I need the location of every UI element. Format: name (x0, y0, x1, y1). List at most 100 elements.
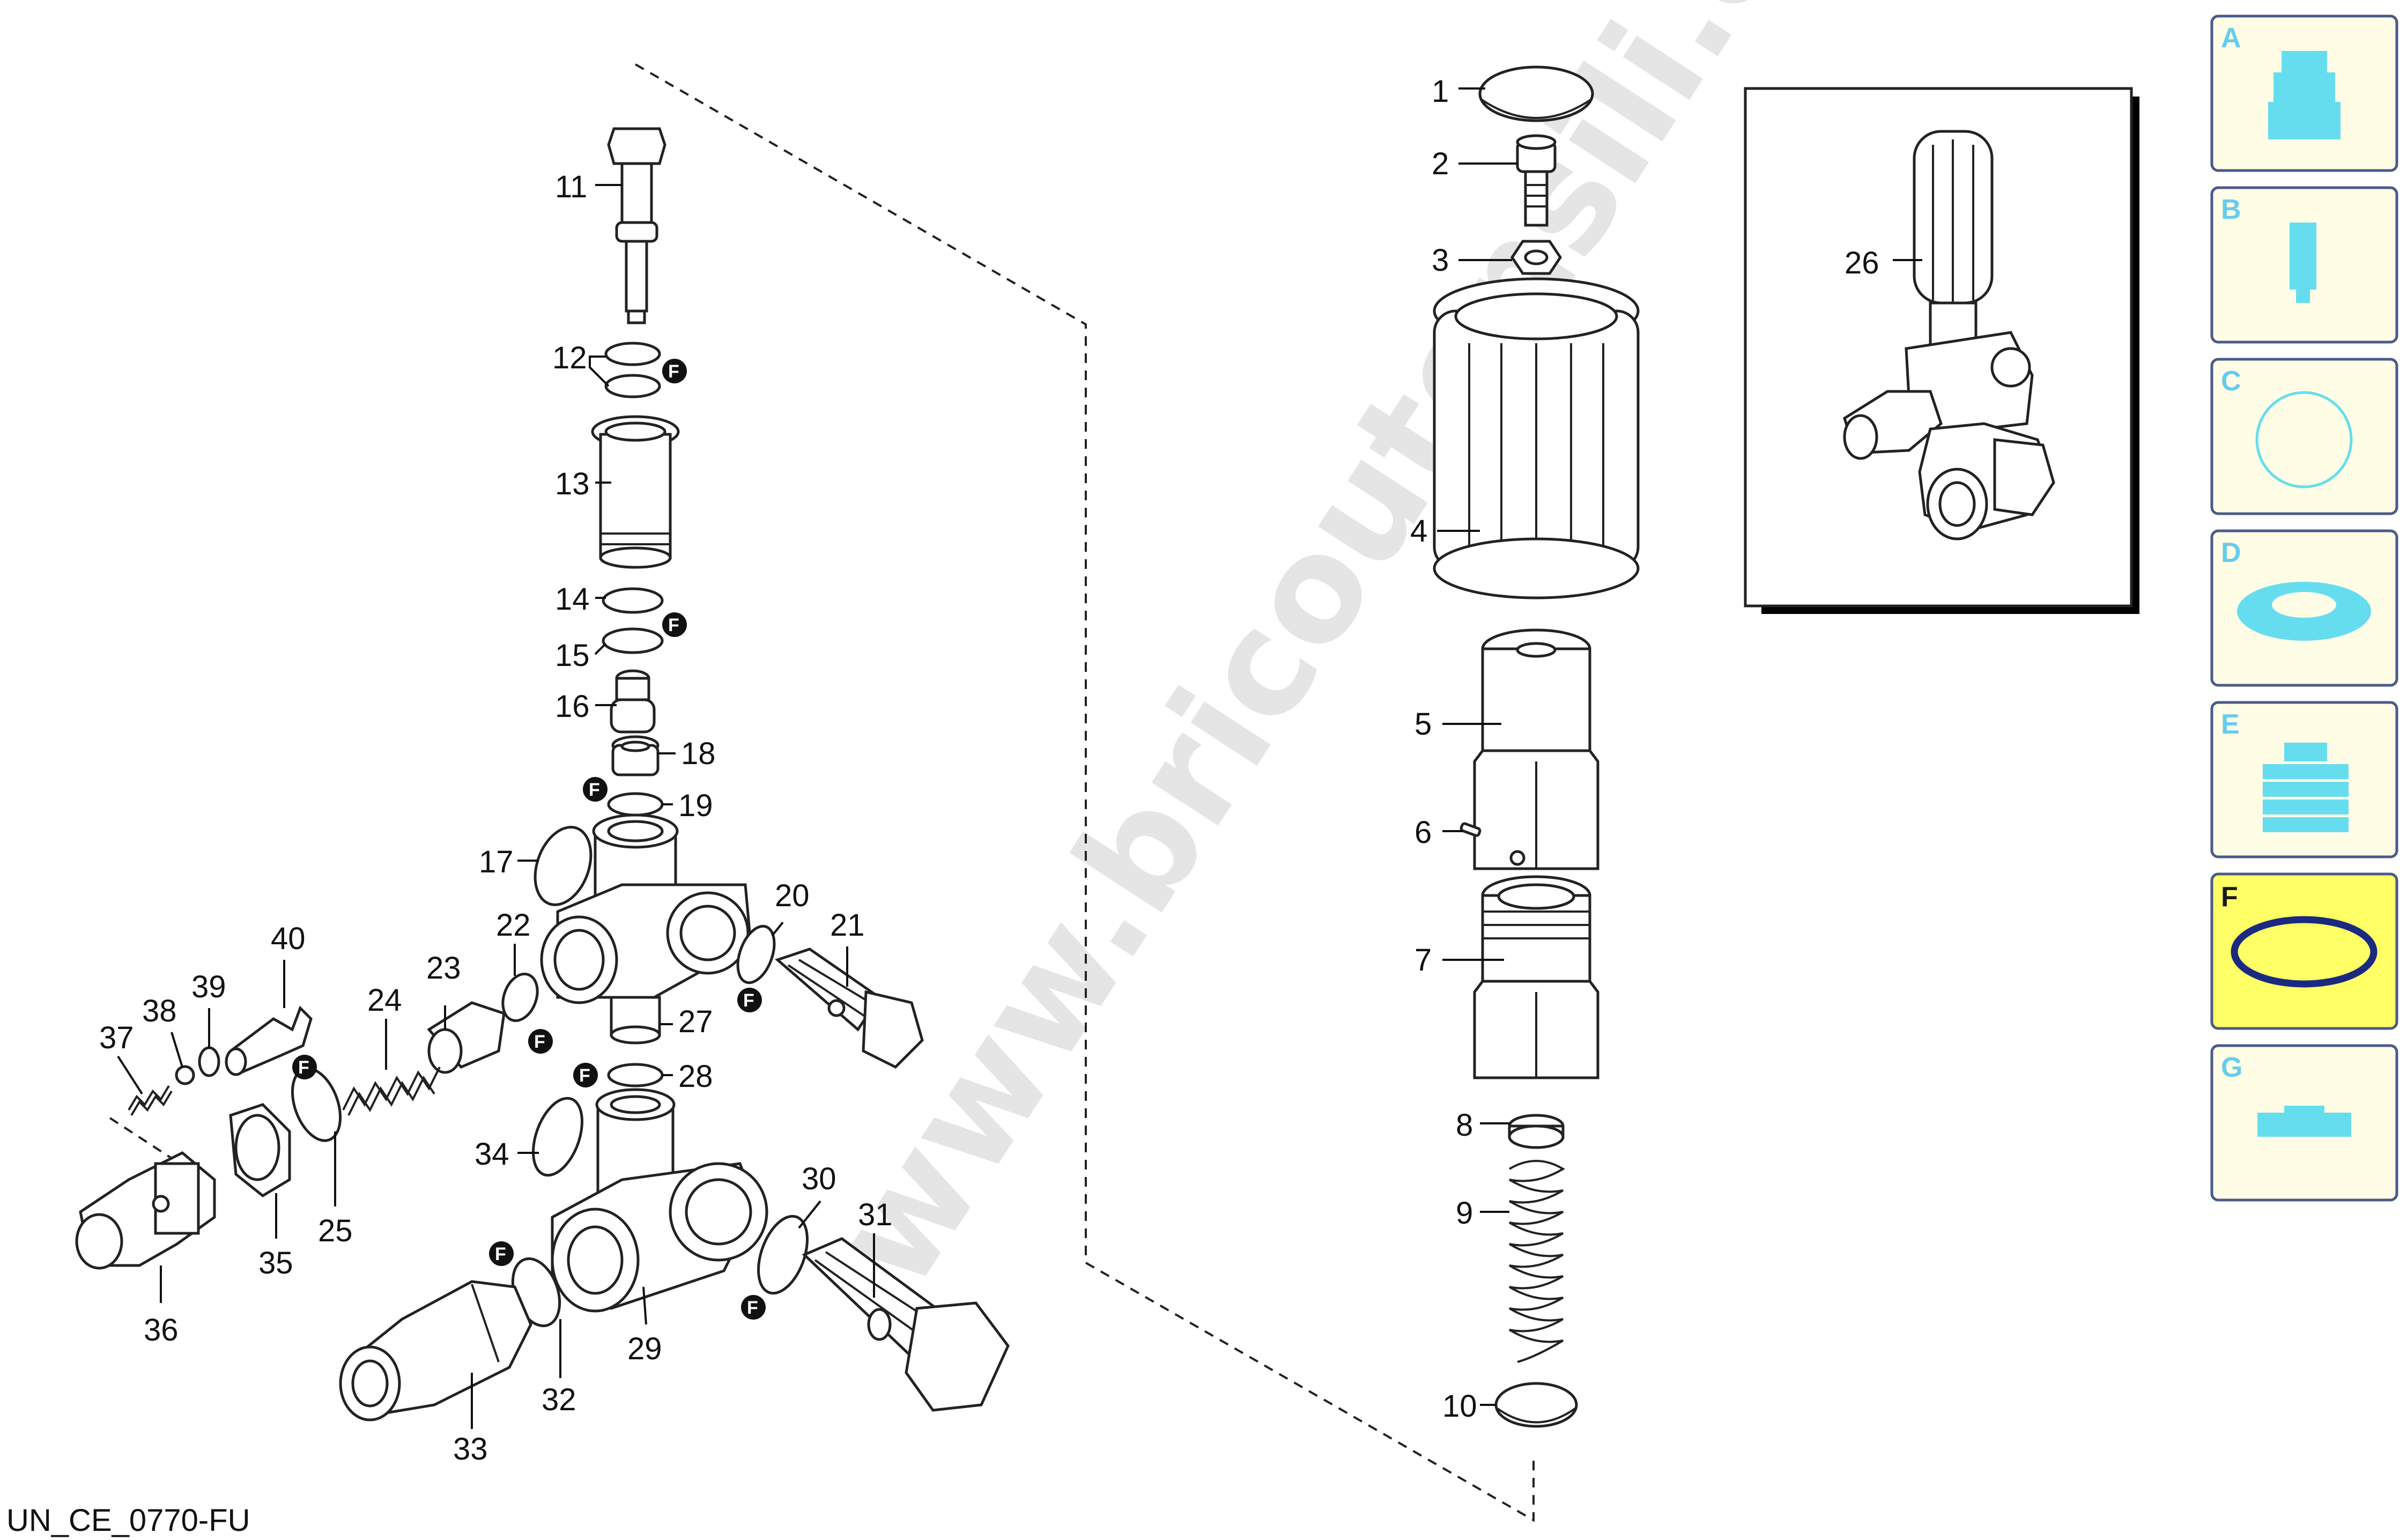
part-label-8: 8 (1456, 1108, 1473, 1143)
part-11-adjust-bolt (607, 127, 666, 324)
part-label-33: 33 (453, 1432, 488, 1467)
category-tab-e[interactable]: E (2210, 701, 2398, 858)
part-label-1: 1 (1432, 74, 1449, 109)
part-label-15: 15 (555, 638, 590, 673)
part-label-34: 34 (475, 1137, 509, 1172)
stacked-seal-icon (2263, 743, 2349, 832)
leader-lines (117, 87, 1922, 1429)
part-15-o-ring (602, 627, 664, 654)
part-3-nut (1510, 240, 1562, 275)
category-tab-f[interactable]: F (2210, 872, 2398, 1030)
part-35-nut (229, 1103, 291, 1198)
svg-text:F: F (743, 990, 754, 1011)
part-label-2: 2 (1432, 146, 1449, 181)
part-38-ball (175, 1065, 195, 1085)
tab-letter: D (2221, 537, 2241, 568)
o-ring-icon (2231, 916, 2378, 988)
part-label-20: 20 (775, 878, 810, 913)
f-badge: F (741, 1295, 766, 1320)
part-14-o-ring (602, 587, 664, 614)
part-label-37: 37 (99, 1020, 134, 1055)
f-badge: F (583, 777, 608, 802)
part-30-o-ring (757, 1215, 809, 1295)
seal-icon (2237, 582, 2371, 641)
assembled-view-inset (1744, 87, 2139, 614)
part-label-28: 28 (678, 1059, 713, 1094)
part-13-sleeve (591, 415, 680, 569)
tab-letter: F (2221, 882, 2238, 913)
part-20-o-ring (736, 924, 776, 984)
part-label-26: 26 (1845, 246, 1879, 280)
f-badge: F (292, 1055, 317, 1079)
f-badge: F (737, 988, 762, 1012)
diagram-code: UN_CE_0770-FU (6, 1503, 250, 1538)
part-label-24: 24 (367, 983, 402, 1018)
tab-letter: C (2221, 366, 2241, 397)
part-17-o-ring (534, 826, 593, 906)
svg-text:F: F (747, 1298, 758, 1318)
part-label-10: 10 (1442, 1389, 1477, 1424)
part-10-disc (1494, 1382, 1578, 1428)
part-label-12: 12 (552, 340, 587, 375)
pin-icon (2290, 223, 2316, 303)
flat-gasket-icon (2257, 1106, 2351, 1137)
part-label-31: 31 (858, 1197, 893, 1232)
part-37-spring (128, 1085, 173, 1116)
part-label-13: 13 (555, 467, 590, 501)
f-badge: F (573, 1063, 598, 1087)
svg-text:F: F (668, 361, 679, 382)
part-8-washer (1508, 1114, 1565, 1149)
part-40-insert (225, 1005, 313, 1076)
part-label-9: 9 (1456, 1196, 1473, 1231)
category-tab-c[interactable]: C (2210, 358, 2398, 515)
f-category-badges: F F F F F F F F F (292, 359, 766, 1320)
category-tab-d[interactable]: D (2210, 529, 2398, 687)
part-24-spring (342, 1067, 441, 1116)
tab-letter: G (2221, 1052, 2242, 1083)
part-label-29: 29 (627, 1331, 662, 1366)
part-16-valve (610, 669, 656, 734)
part-label-38: 38 (142, 994, 177, 1028)
part-label-14: 14 (555, 582, 590, 617)
part-27-valve-body (540, 813, 752, 1045)
tab-letter: E (2221, 709, 2240, 740)
tab-letter: B (2221, 194, 2241, 225)
part-7-adapter (1473, 875, 1599, 1079)
part-36-fitting (75, 1151, 216, 1270)
svg-text:F: F (298, 1057, 309, 1078)
tab-letter: A (2221, 23, 2241, 54)
part-label-39: 39 (191, 969, 226, 1004)
f-badge: F (489, 1241, 514, 1266)
part-34-o-ring (531, 1097, 584, 1177)
svg-text:F: F (579, 1065, 590, 1086)
part-number-labels: 1 2 3 4 5 6 7 8 9 10 11 12 13 14 15 16 1… (99, 74, 1879, 1467)
part-26-complete-valve (1843, 130, 2055, 541)
part-label-27: 27 (678, 1004, 713, 1039)
part-39-o-ring (198, 1046, 220, 1077)
part-label-30: 30 (802, 1161, 836, 1196)
category-tab-bar: A B C D (2210, 14, 2398, 1202)
part-2-screw (1516, 134, 1557, 227)
part-label-17: 17 (479, 845, 514, 879)
svg-text:F: F (495, 1244, 506, 1264)
part-5-housing (1473, 628, 1599, 870)
part-label-6: 6 (1414, 815, 1432, 850)
part-label-19: 19 (678, 788, 713, 823)
part-22-o-ring (501, 972, 539, 1023)
part-label-7: 7 (1414, 943, 1432, 978)
part-28-o-ring (607, 1063, 664, 1087)
f-badge: F (662, 359, 687, 383)
part-label-36: 36 (144, 1313, 179, 1348)
part-12-o-ring-a (604, 342, 661, 366)
category-tab-g[interactable]: G (2210, 1044, 2398, 1202)
category-tab-b[interactable]: B (2210, 186, 2398, 344)
part-label-40: 40 (271, 921, 306, 956)
part-label-18: 18 (681, 736, 716, 771)
svg-text:F: F (668, 615, 679, 635)
svg-text:F: F (534, 1032, 545, 1052)
part-12-o-ring-b (604, 374, 661, 398)
assembly-guide-line-small (109, 1117, 173, 1159)
category-tab-a[interactable]: A (2210, 14, 2398, 172)
